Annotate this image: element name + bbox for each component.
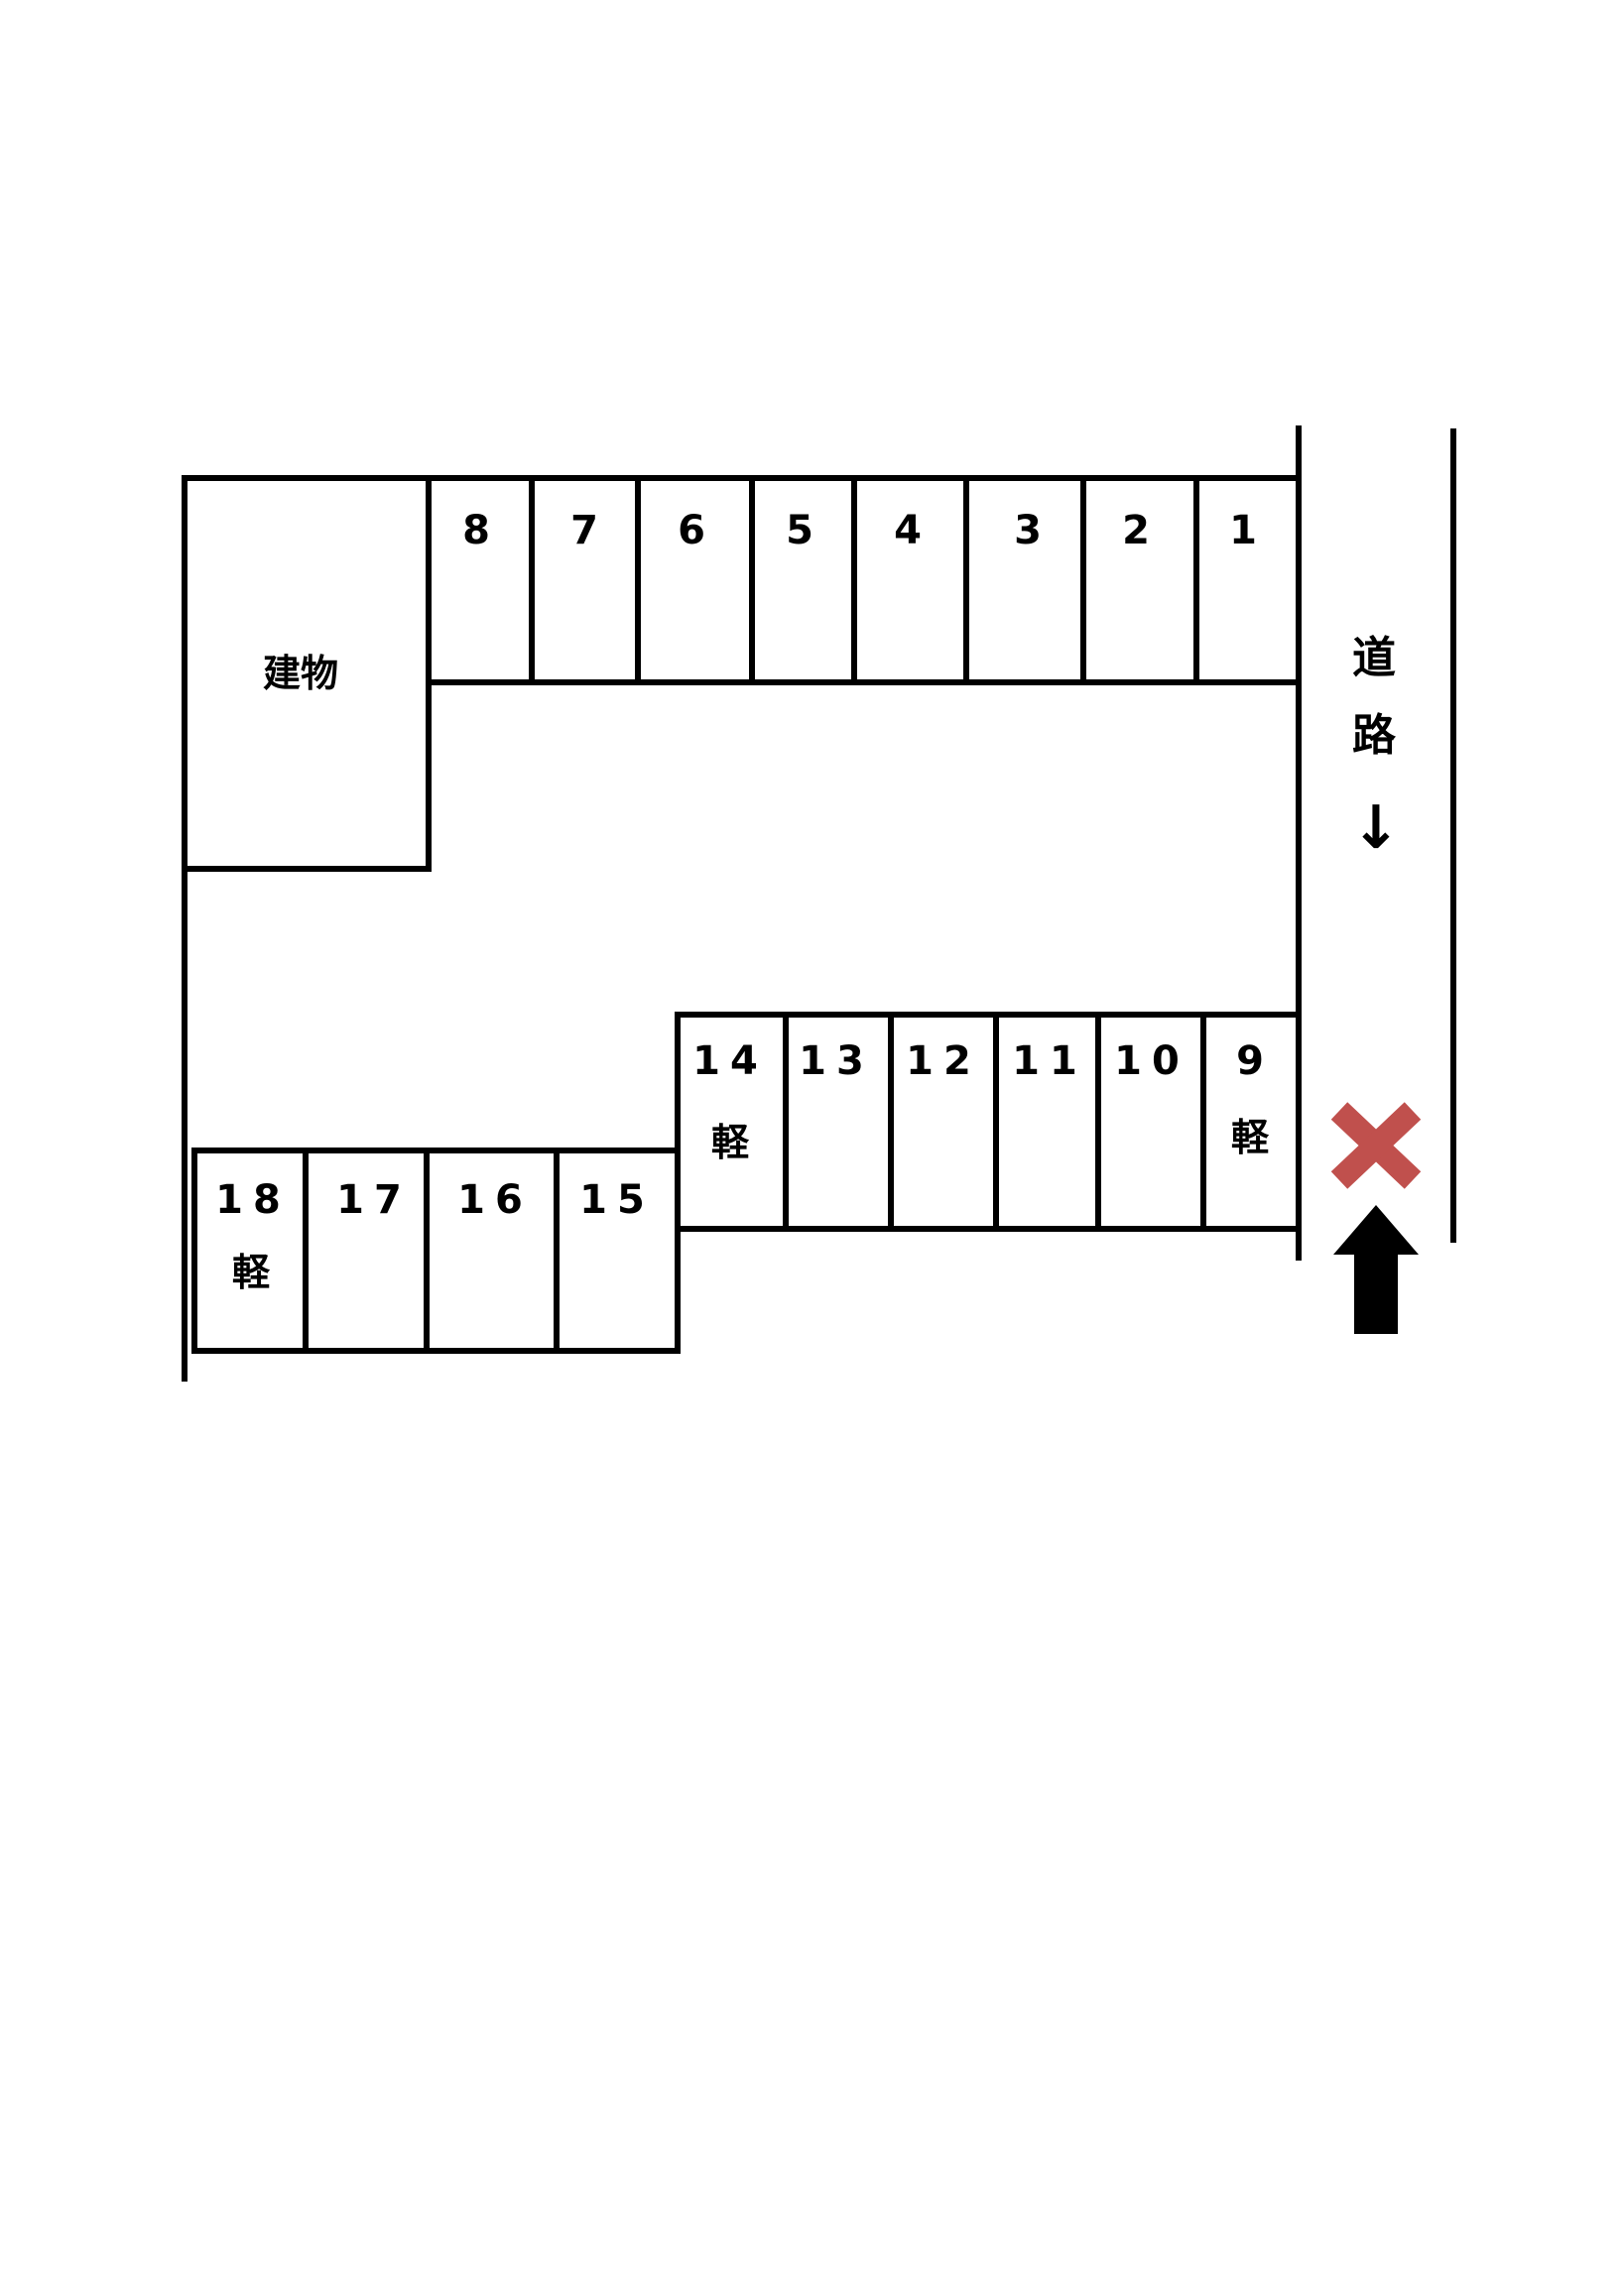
space-9-kei-label: 軽 [1231, 1116, 1270, 1159]
space-2-number: 2 [1122, 508, 1150, 553]
space-3-number: 3 [1014, 508, 1042, 553]
space-11-number: 11 [1012, 1038, 1087, 1084]
space-8-number: 8 [462, 508, 490, 553]
space-17-number: 17 [336, 1177, 412, 1223]
space-13-number: 13 [799, 1038, 874, 1084]
space-18-number: 18 [215, 1177, 291, 1223]
building: 建物 [182, 475, 432, 872]
space-14-number: 14 [692, 1038, 768, 1084]
road-label-char-1: 道 [1352, 633, 1396, 683]
road-label-char-2: 路 [1352, 710, 1397, 761]
space-18-kei-label: 軽 [232, 1251, 271, 1294]
arrow-up-icon [1333, 1205, 1419, 1334]
space-9-number: 9 [1236, 1038, 1264, 1084]
space-12-number: 12 [906, 1038, 981, 1084]
space-4-number: 4 [894, 508, 922, 553]
building-label: 建物 [263, 652, 338, 695]
x-mark-icon [1330, 1102, 1422, 1189]
space-10-number: 10 [1114, 1038, 1189, 1084]
middle-space-row [675, 1012, 1302, 1232]
space-7-number: 7 [570, 508, 598, 553]
space-6-number: 6 [678, 508, 705, 553]
space-15-number: 15 [579, 1177, 655, 1223]
top-space-row [429, 478, 1299, 685]
lot-outline [182, 425, 1302, 1382]
space-16-number: 16 [457, 1177, 533, 1223]
space-14-kei-label: 軽 [711, 1121, 750, 1164]
space-5-number: 5 [786, 508, 813, 553]
road-direction-arrow: ↓ [1351, 793, 1401, 863]
bottom-space-row [191, 1148, 681, 1354]
space-1-number: 1 [1229, 508, 1257, 553]
